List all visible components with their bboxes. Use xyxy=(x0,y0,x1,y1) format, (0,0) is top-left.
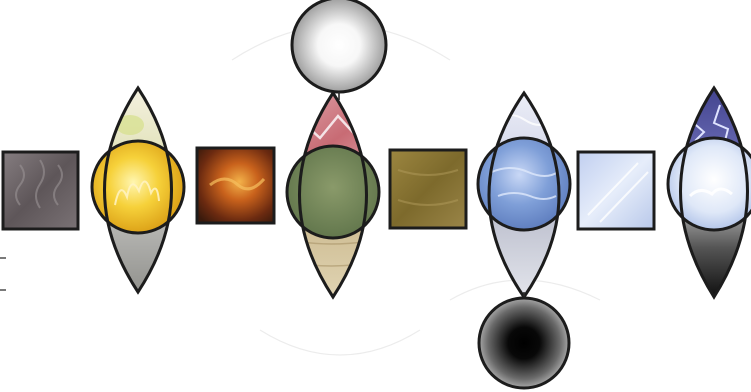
white-light-circle xyxy=(292,0,386,100)
ice-square xyxy=(578,152,654,229)
earth-lens xyxy=(260,85,410,305)
molten-fire-square xyxy=(197,148,274,223)
black-void-circle xyxy=(479,292,569,388)
olive-mud-square xyxy=(390,150,466,228)
storm-lens xyxy=(640,80,751,305)
grey-stone-square xyxy=(3,152,78,229)
